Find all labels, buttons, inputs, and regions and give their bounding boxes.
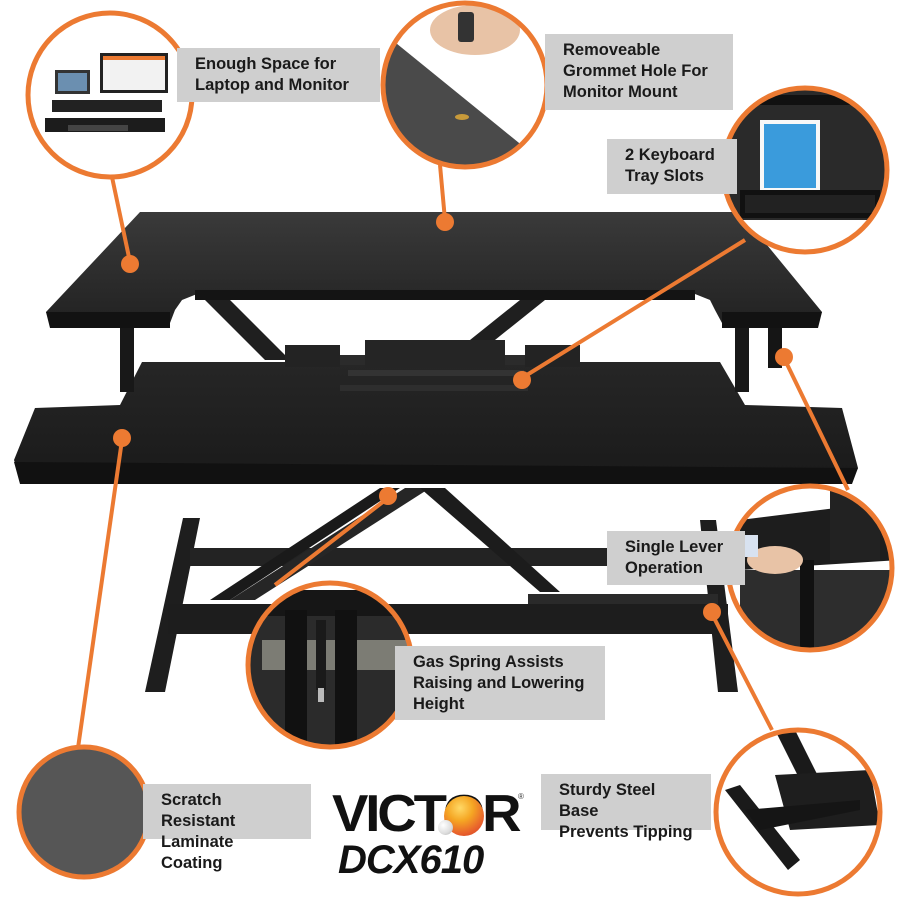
callout-photo-laminate [16,744,152,880]
callout-photo-lever [725,483,895,653]
callout-label-gas-spring: Gas Spring Assists Raising and Lowering … [395,646,605,720]
model-number: DCX610 [338,838,484,882]
callout-label-keyboard: 2 Keyboard Tray Slots [607,139,737,194]
callout-label-grommet: Removeable Grommet Hole For Monitor Moun… [545,34,733,110]
leader-lines [76,164,850,749]
registered-mark: ® [518,792,524,801]
callout-label-space: Enough Space for Laptop and Monitor [177,48,380,102]
callout-photo-gas-spring [245,580,415,750]
brand-name: VICTOR [332,785,522,843]
callout-label-lever: Single Lever Operation [607,531,745,585]
upper-scissor [120,300,782,392]
callout-photo-base [713,727,883,897]
logo-ball-icon [438,820,453,835]
callout-label-base: Sturdy Steel Base Prevents Tipping [541,774,711,841]
callout-photo-keyboard [720,85,890,255]
callout-label-laminate: Scratch Resistant Laminate Coating [143,784,311,872]
keyboard-tray [14,355,858,484]
brand-logo: VICTOR ® DCX610 [332,785,532,882]
callout-photo-grommet [380,0,550,170]
desk-top [46,212,822,328]
callout-photo-space [25,10,195,180]
